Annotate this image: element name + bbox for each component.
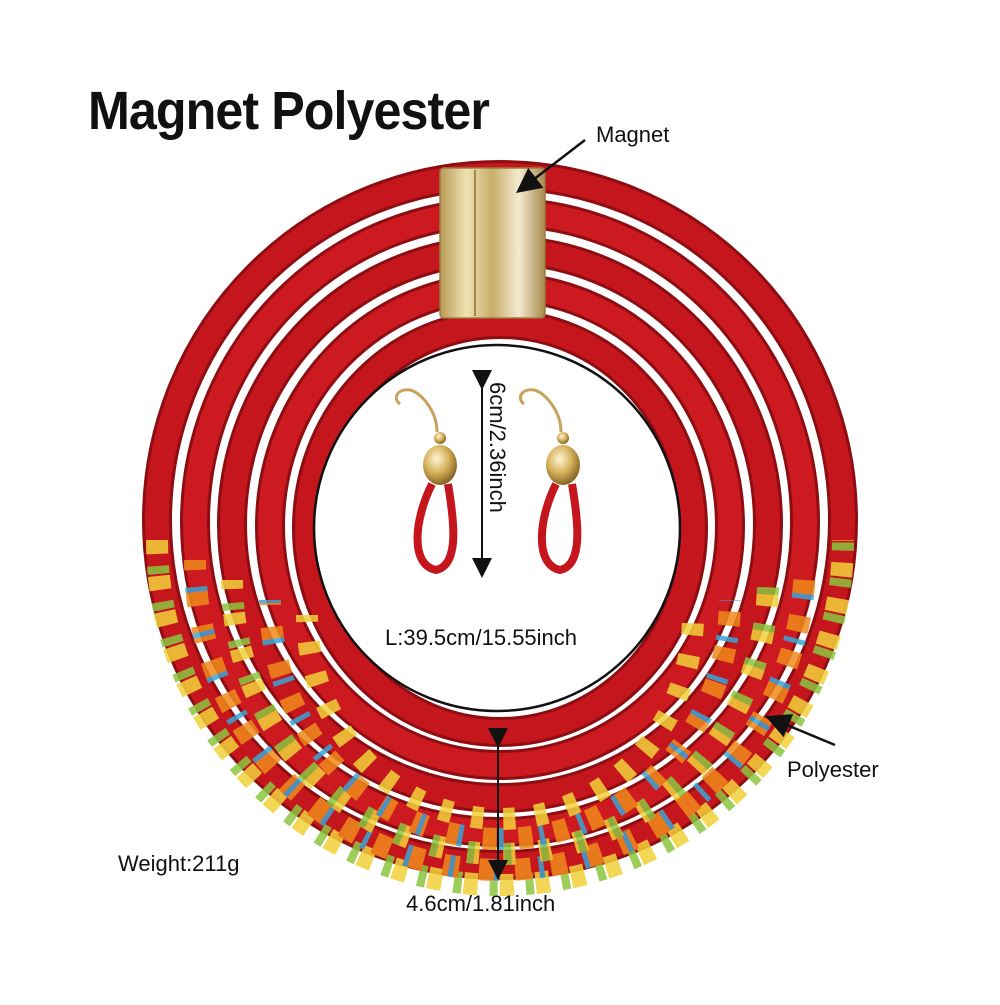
width-label: 4.6cm/1.81inch bbox=[406, 891, 556, 916]
earring-right bbox=[518, 388, 582, 575]
product-title: Magnet Polyester bbox=[88, 81, 490, 141]
earring-height-label: 6cm/2.36inch bbox=[485, 382, 510, 513]
earring-left bbox=[394, 388, 458, 575]
length-label: L:39.5cm/15.55inch bbox=[385, 625, 578, 650]
polyester-arrow bbox=[765, 714, 836, 747]
magnet-arrow bbox=[516, 139, 586, 194]
polyester-label: Polyester bbox=[787, 757, 879, 782]
weight-label: Weight:211g bbox=[118, 851, 240, 876]
magnet-label: Magnet bbox=[596, 122, 670, 147]
inner-circle bbox=[312, 343, 682, 713]
magnet-clasp bbox=[439, 167, 546, 319]
